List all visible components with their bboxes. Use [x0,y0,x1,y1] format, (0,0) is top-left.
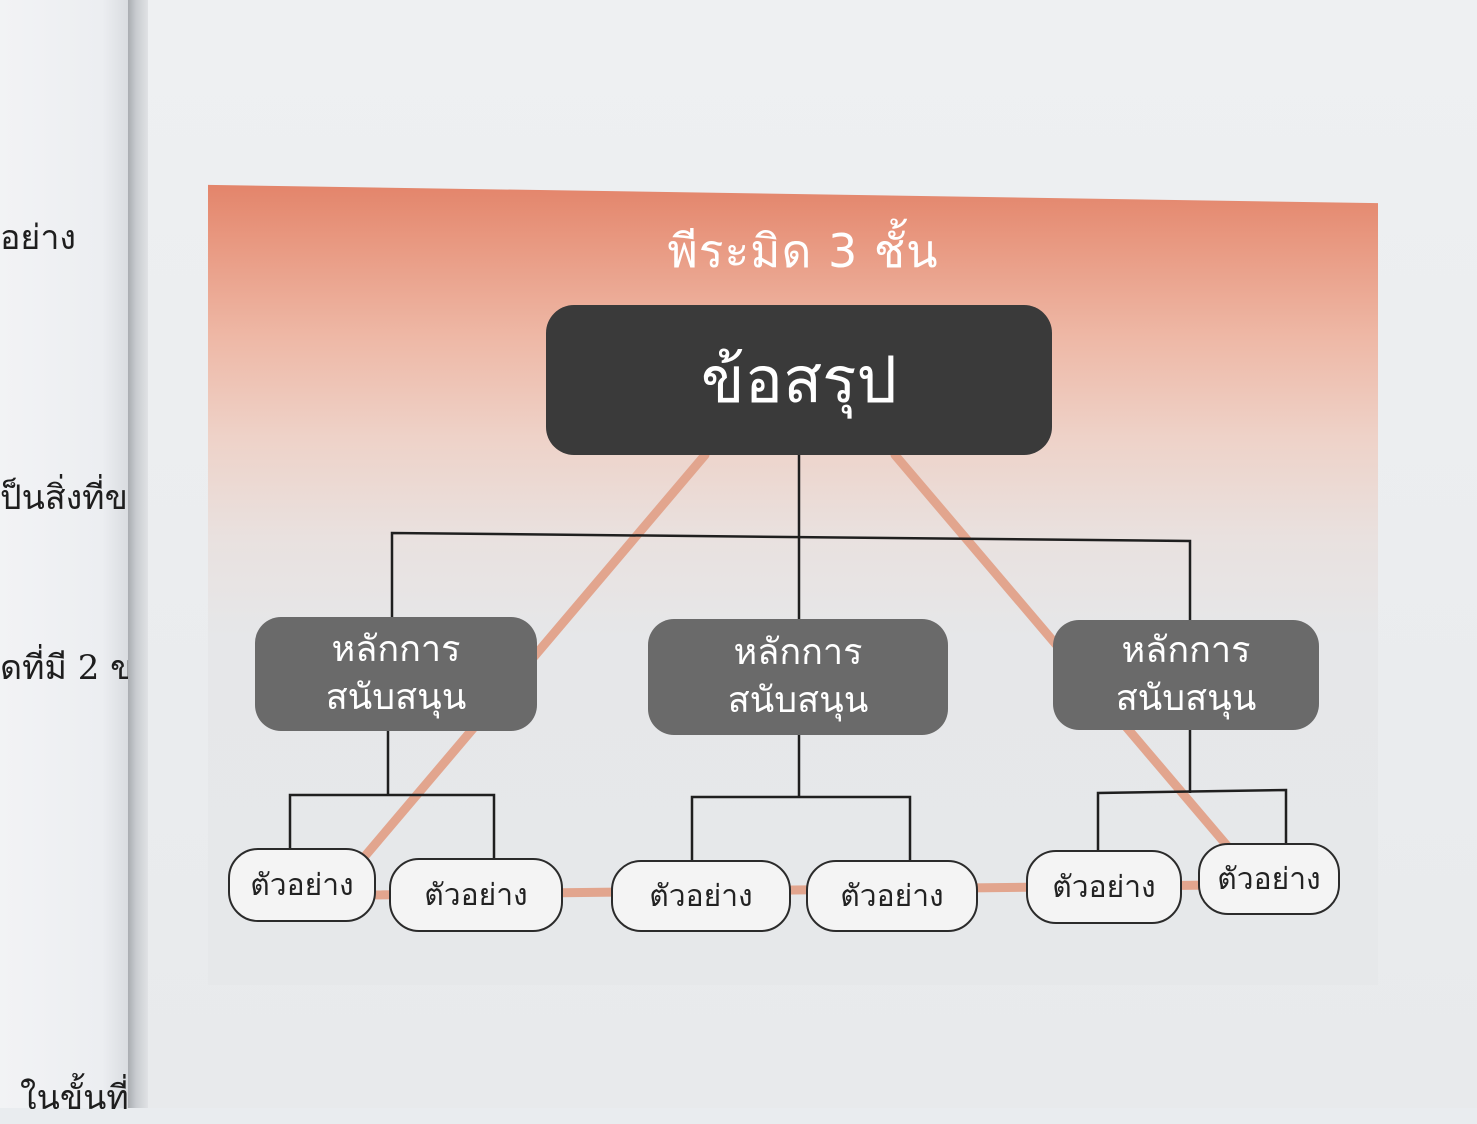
support-label-line1: หลักการ [733,632,863,673]
connector-right-branch [1096,788,1288,852]
left-page-text-3: ดที่มี 2 ข [0,648,128,688]
example-node-6: ตัวอย่าง [1198,843,1340,915]
connector-left-branch [288,793,496,860]
support-label-line2: สนับสนุน [1115,678,1257,719]
diagram-title: พีระมิด 3 ชั้น [667,224,939,278]
support-label-line1: หลักการ [1121,630,1251,671]
conclusion-node: ข้อสรุป [546,305,1052,455]
conclusion-label: ข้อสรุป [700,344,898,418]
hierarchy-connectors [288,455,1288,862]
left-page-text-2: ป็นสิ่งที่ข [0,478,128,518]
connector-top-branch [390,531,1192,635]
support-label-line1: หลักการ [331,629,461,670]
left-page-text-1: อย่าง [0,218,77,258]
example-node-2: ตัวอย่าง [389,858,563,932]
support-label-line2: สนับสนุน [325,677,467,718]
support-node-middle: หลักการ สนับสนุน [648,619,948,735]
support-node-right: หลักการ สนับสนุน [1053,620,1319,730]
example-node-5: ตัวอย่าง [1026,850,1182,924]
example-node-1: ตัวอย่าง [228,848,376,922]
example-node-3: ตัวอย่าง [611,860,791,932]
book-spine [128,0,148,1108]
example-node-4: ตัวอย่าง [806,860,978,932]
support-label-line2: สนับสนุน [727,680,869,721]
connector-middle-branch [690,795,912,862]
support-node-left: หลักการ สนับสนุน [255,617,537,731]
left-page [0,0,128,1108]
